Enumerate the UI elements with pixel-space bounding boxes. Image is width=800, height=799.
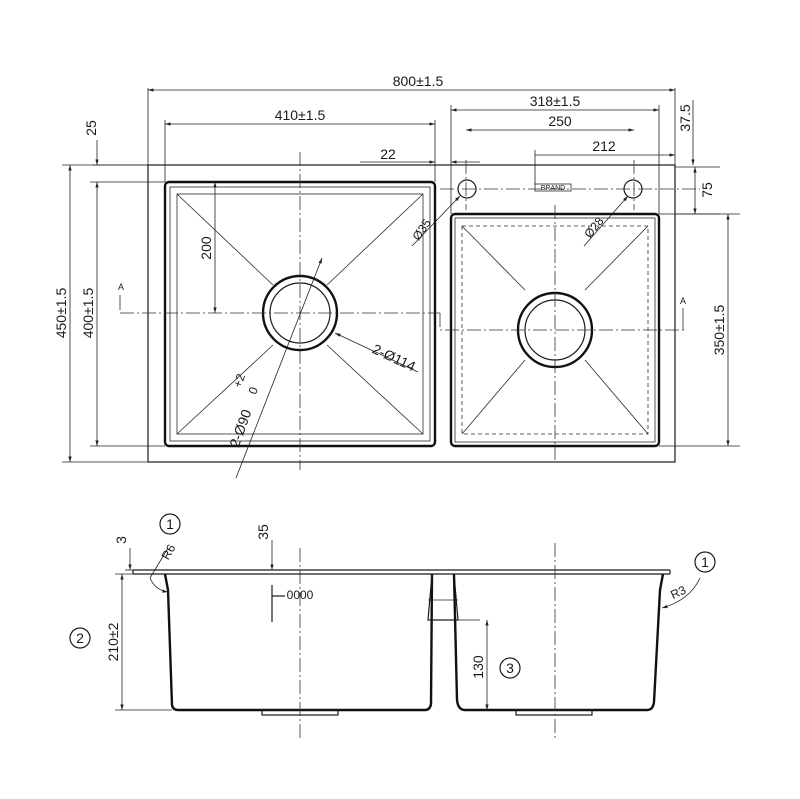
- label-drain-cutout-tol-upper: +2: [230, 372, 248, 390]
- label-angle-right: R3: [668, 583, 688, 602]
- section-mark-right: A: [680, 296, 686, 306]
- callout-1-left: [159, 513, 181, 535]
- section-left-bowl: [163, 573, 434, 712]
- callout-1-left-text: 1: [166, 516, 174, 532]
- label-overflow: 0000: [287, 588, 314, 602]
- brand-plate: [534, 183, 572, 192]
- dim-top-rim: 35: [255, 524, 271, 540]
- sink-outline: [147, 164, 676, 463]
- dim-divider-height: 130: [470, 655, 486, 679]
- section-view: 0000 3 35 210±2 130 R6 R3 1 1 2 3: [69, 513, 716, 740]
- dim-tap-offset: 212: [592, 138, 616, 154]
- label-angle-left: R6: [159, 542, 179, 563]
- dim-flange: 3: [113, 536, 129, 544]
- dim-right-bowl-width: 318±1.5: [530, 93, 581, 109]
- section-mark-left: A: [118, 282, 124, 292]
- dim-drain-to-back: 200: [198, 236, 214, 260]
- label-tap-hole-left: Ø35: [409, 216, 434, 243]
- callout-2: [69, 627, 91, 649]
- dim-overall-width: 800±1.5: [393, 73, 444, 89]
- dim-tap-spacing: 250: [548, 113, 572, 129]
- dim-bowl-height: 210±2: [105, 622, 121, 661]
- dim-top-edge: 25: [83, 120, 99, 136]
- section-right-bowl: [452, 573, 665, 712]
- callout-1-right: [694, 551, 716, 573]
- dim-divider-offset: 22: [380, 146, 396, 162]
- plan-view: BRAND A A 800±1.5 410±1.5 318±1.5 250 21…: [53, 73, 740, 479]
- callout-1-right-text: 1: [701, 554, 709, 570]
- callout-3-text: 3: [506, 660, 514, 676]
- dim-left-bowl-depth: 400±1.5: [80, 288, 96, 339]
- callout-3: [499, 657, 521, 679]
- dim-right-top: 37.5: [677, 104, 693, 131]
- label-drain-hole: 2-Ø114: [370, 341, 418, 375]
- dim-left-bowl-width: 410±1.5: [275, 107, 326, 123]
- label-drain-cutout: 2-Ø90: [226, 407, 254, 449]
- dim-overall-depth: 450±1.5: [53, 288, 69, 339]
- callout-2-text: 2: [76, 630, 84, 646]
- section-right-drain: [515, 709, 593, 716]
- label-drain-cutout-tol-lower: 0: [246, 385, 262, 396]
- brand-plate-text: BRAND: [541, 185, 566, 192]
- dim-hole-edge: 75: [699, 182, 715, 198]
- dim-right-bowl-depth: 350±1.5: [711, 305, 727, 356]
